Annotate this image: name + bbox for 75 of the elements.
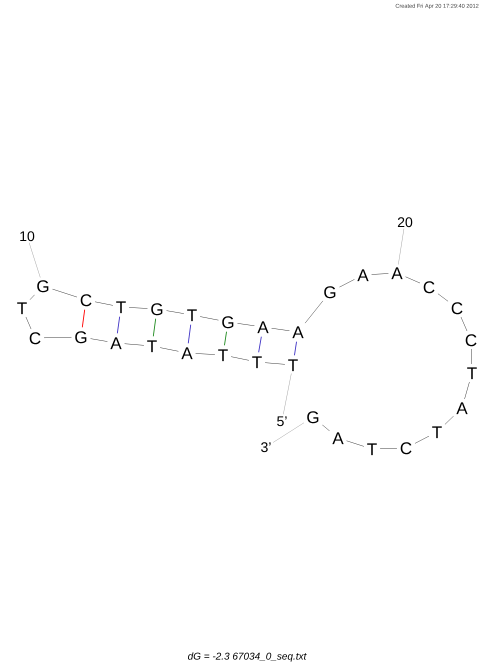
backbone-line	[30, 294, 35, 300]
nucleotide-letter: T	[467, 367, 477, 380]
backbone-line	[200, 316, 219, 320]
nucleotide-letter: T	[367, 443, 377, 456]
nucleotide-letter: T	[17, 302, 27, 314]
nucleotide-letter: C	[80, 294, 92, 306]
nucleotide-letter: A	[456, 402, 468, 414]
base-pair-line	[258, 336, 262, 353]
base-pair-line	[116, 316, 120, 334]
backbone-line	[444, 416, 454, 425]
backbone-line	[414, 436, 430, 444]
position-number: 10	[20, 231, 34, 242]
base-pair-line	[294, 341, 297, 356]
nucleotide-letter: T	[288, 359, 298, 372]
base-pair-line	[152, 318, 156, 337]
backbone-line	[26, 316, 32, 330]
backbone-line	[471, 348, 472, 364]
nucleotide-letter: C	[400, 442, 412, 454]
position-number: 20	[398, 217, 412, 228]
nucleotide-letter: G	[222, 316, 234, 328]
nucleotide-letter: T	[218, 349, 228, 362]
nucleotide-letter: T	[187, 309, 197, 322]
backbone-line	[460, 316, 468, 332]
strand-end-label: 3’	[261, 442, 271, 452]
backbone-line	[94, 302, 114, 306]
backbone-line	[371, 273, 389, 275]
strand-end-label: 5’	[277, 416, 287, 426]
nucleotide-letter: A	[391, 267, 403, 280]
backbone-line	[304, 300, 324, 324]
nucleotide-letter: A	[257, 321, 269, 334]
leader-line	[28, 242, 40, 278]
backbone-line	[346, 440, 364, 447]
nucleotide-letter: G	[75, 331, 86, 344]
base-pair-line	[188, 324, 192, 344]
nucleotide-letter: G	[307, 411, 318, 424]
backbone-line	[52, 288, 78, 298]
nucleotide-letter: T	[116, 301, 126, 314]
backbone-line	[128, 307, 148, 309]
backbone-line	[322, 424, 330, 432]
nucleotide-letter: T	[252, 356, 262, 368]
base-pair-line	[82, 309, 86, 328]
nucleotide-letter: G	[324, 286, 336, 298]
nucleotide-letter: C	[30, 332, 40, 344]
nucleotide-letter: A	[181, 347, 193, 360]
nucleotide-letter: A	[110, 337, 122, 350]
base-pair-line	[224, 331, 227, 346]
nucleotide-letter: T	[432, 426, 442, 438]
nucleotide-letter: T	[147, 340, 157, 352]
nucleotide-letter: C	[466, 334, 476, 346]
backbone-line	[464, 382, 470, 400]
leader-line	[272, 422, 304, 443]
nucleotide-letter: A	[332, 432, 344, 444]
backbone-line	[237, 323, 255, 326]
leader-line	[283, 373, 292, 415]
backbone-line	[264, 362, 286, 365]
nucleotide-letter: A	[292, 326, 304, 338]
backbone-line	[438, 293, 448, 302]
caption: dG = -2.3 67034_0_seq.txt	[188, 652, 307, 662]
backbone-line	[124, 343, 144, 346]
nucleotide-letter: A	[357, 269, 369, 282]
nucleotide-letter: C	[424, 281, 434, 294]
backbone-line	[405, 276, 420, 284]
leader-line	[398, 228, 404, 265]
backbone-line	[380, 448, 398, 450]
backbone-line	[160, 347, 179, 352]
backbone-line	[230, 356, 250, 361]
backbone-line	[44, 336, 72, 338]
backbone-line	[90, 338, 108, 342]
backbone-line	[195, 353, 216, 355]
backbone-line	[271, 328, 290, 332]
nucleotide-letter: C	[452, 302, 462, 314]
backbone-line	[166, 310, 184, 314]
nucleotide-letter: G	[37, 280, 48, 292]
backbone-line	[339, 279, 355, 288]
nucleotide-letter: G	[151, 303, 162, 316]
